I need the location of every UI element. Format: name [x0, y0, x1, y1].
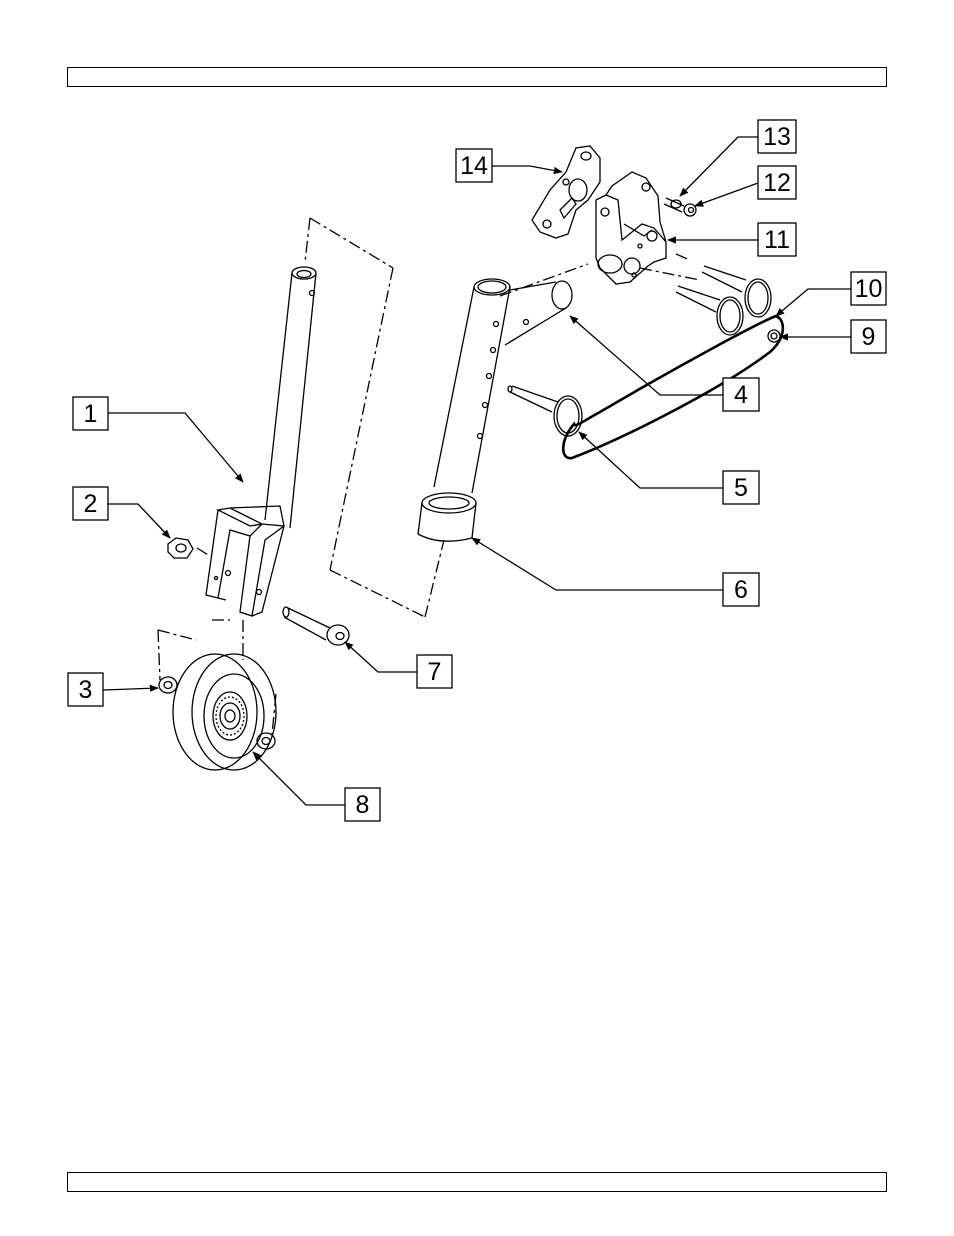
callout-boxes: 1 2 3 4 5 6 7 8 — [68, 120, 886, 821]
pin-upper-2 — [702, 266, 771, 317]
callout-3-label: 3 — [79, 676, 93, 704]
callout-6-label: 6 — [734, 576, 748, 604]
pin-upper-1 — [676, 286, 743, 335]
callout-5-label: 5 — [734, 474, 748, 502]
callout-8: 8 — [345, 788, 380, 821]
callout-14-label: 14 — [460, 152, 488, 180]
callout-10-label: 10 — [855, 275, 883, 303]
hex-nut — [168, 538, 193, 558]
callout-1-label: 1 — [84, 400, 98, 428]
spacer-tube — [505, 281, 572, 345]
callout-9-label: 9 — [862, 323, 876, 351]
axle-bolt — [283, 607, 349, 645]
callout-7: 7 — [417, 655, 452, 688]
callout-3: 3 — [68, 673, 103, 706]
cover-plate — [532, 146, 600, 238]
callout-11-label: 11 — [764, 226, 790, 254]
callout-10: 10 — [851, 272, 886, 305]
callout-9: 9 — [851, 320, 886, 353]
callout-8-label: 8 — [356, 791, 370, 819]
callout-2: 2 — [73, 487, 108, 520]
callout-5: 5 — [723, 471, 759, 504]
callout-12: 12 — [758, 166, 796, 199]
caster-tube — [434, 279, 510, 493]
callout-4: 4 — [723, 378, 759, 411]
washer-left — [159, 677, 177, 693]
callout-11: 11 — [758, 223, 796, 256]
callout-13-label: 13 — [763, 123, 791, 151]
bearing — [418, 493, 476, 541]
callout-1: 1 — [73, 397, 108, 430]
washer-right — [257, 733, 275, 749]
callout-13: 13 — [758, 120, 796, 153]
fork-stem — [206, 267, 316, 616]
callout-7-label: 7 — [428, 658, 442, 686]
small-sleeve — [768, 330, 780, 342]
callout-2-label: 2 — [84, 490, 98, 518]
callout-14: 14 — [456, 149, 492, 182]
callout-12-label: 12 — [763, 169, 791, 197]
callout-6: 6 — [723, 573, 759, 606]
mounting-bracket — [596, 172, 666, 284]
caster-wheel — [173, 654, 276, 770]
callout-4-label: 4 — [734, 381, 748, 409]
